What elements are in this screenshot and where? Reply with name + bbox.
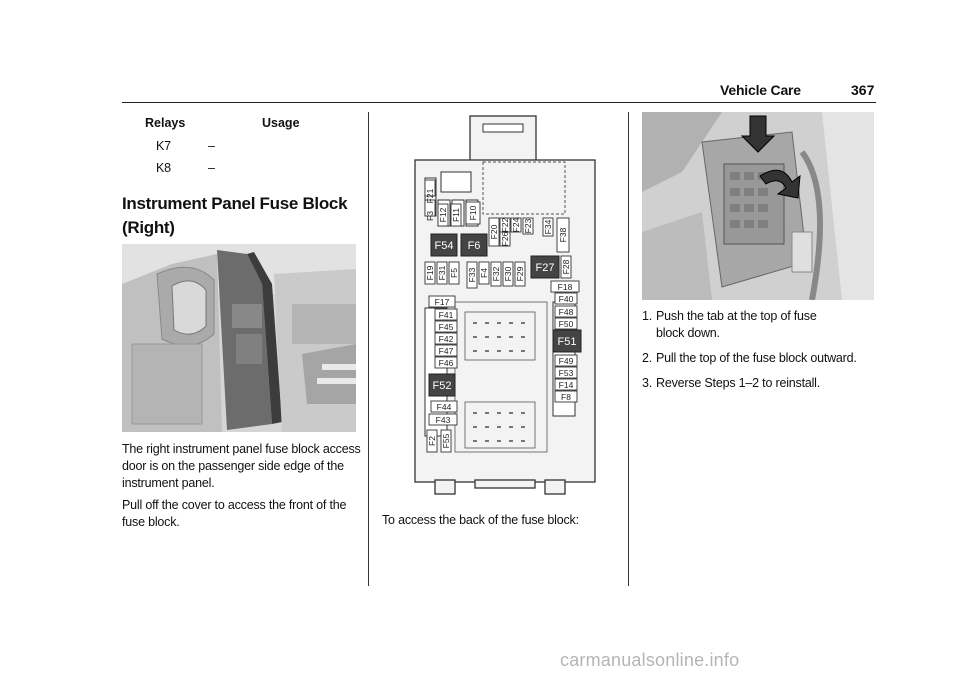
fuse-label-f44: F44 xyxy=(437,402,452,412)
fuse-label-f54: F54 xyxy=(435,240,454,252)
paragraph-line: Pull off the cover to access the front o… xyxy=(122,498,347,512)
fuse-label-f38: F38 xyxy=(558,227,568,242)
running-header-section: Vehicle Care xyxy=(720,82,801,98)
fuse-label-f42: F42 xyxy=(439,334,454,344)
fuse-label-f55: F55 xyxy=(441,433,451,448)
fuse-label-f46: F46 xyxy=(439,358,454,368)
fuse-label-f29: F29 xyxy=(515,266,525,281)
fuse-label-f43: F43 xyxy=(436,415,451,425)
dash-edge-illustration xyxy=(122,244,356,432)
relay-table-header-usage: Usage xyxy=(262,116,300,130)
fuse-label-f20: F20 xyxy=(489,224,499,239)
fuse-label-f32: F32 xyxy=(491,266,501,281)
page-number: 367 xyxy=(851,82,875,98)
paragraph-access-door: The right instrument panel fuse block ac… xyxy=(122,441,362,492)
fuse-label-f2: F2 xyxy=(427,436,437,446)
fuse-label-f21: F21 xyxy=(425,188,435,203)
fuse-label-f5: F5 xyxy=(449,268,459,278)
fuse-block-svg: F54 F6 F27 F52 F51 xyxy=(414,115,596,495)
fuse-block-diagram: F54 F6 F27 F52 F51 xyxy=(405,112,605,498)
fuse-label-f40: F40 xyxy=(559,294,574,304)
fuse-label-f28: F28 xyxy=(561,259,571,274)
paragraph-line: fuse block. xyxy=(122,515,180,529)
step-number: 2. xyxy=(642,351,653,365)
fuse-label-f53: F53 xyxy=(559,368,574,378)
step-item: 1. Push the tab at the top of fuse block… xyxy=(642,308,872,342)
fuse-label-f22: F22 xyxy=(500,217,510,232)
fuse-label-f47: F47 xyxy=(439,346,454,356)
fuse-label-f26: F26 xyxy=(500,231,510,246)
fuse-label-f52: F52 xyxy=(433,380,452,392)
fuse-label-f51: F51 xyxy=(558,336,577,348)
step-line: Push the tab at the top of fuse xyxy=(656,309,817,323)
fuse-label-f18: F18 xyxy=(558,282,573,292)
paragraph-line: The right instrument panel fuse block ac… xyxy=(122,442,361,456)
photo-fuse-block-back xyxy=(642,112,874,300)
fuse-label-f19: F19 xyxy=(425,265,435,280)
relay-table-cell-relay: K7 xyxy=(156,139,171,153)
fuse-label-f12: F12 xyxy=(438,207,448,222)
step-line: Pull the top of the fuse block outward. xyxy=(656,351,857,365)
fuse-label-f48: F48 xyxy=(559,307,574,317)
column-divider-right xyxy=(628,112,629,586)
fuse-label-f49: F49 xyxy=(559,356,574,366)
relay-table-header-relays: Relays xyxy=(145,116,186,130)
step-item: 3. Reverse Steps 1–2 to reinstall. xyxy=(642,375,872,392)
fuse-label-f11: F11 xyxy=(451,208,461,222)
fuse-label-f10: F10 xyxy=(468,205,478,220)
header-rule xyxy=(122,102,876,103)
fuse-label-f27: F27 xyxy=(536,262,555,274)
fuse-label-f33: F33 xyxy=(467,267,477,282)
fuse-label-f23: F23 xyxy=(523,218,533,233)
fuse-label-f3: F3 xyxy=(425,211,435,221)
fuse-block-back-illustration xyxy=(642,112,874,300)
watermark-text: carmanualsonline.info xyxy=(560,650,740,670)
relay-table-cell-usage: – xyxy=(208,161,215,175)
column-divider-left xyxy=(368,112,369,586)
steps-list: 1. Push the tab at the top of fuse block… xyxy=(642,308,872,400)
relay-table-cell-relay: K8 xyxy=(156,161,171,175)
step-line: Reverse Steps 1–2 to reinstall. xyxy=(656,376,821,390)
fuse-label-f45: F45 xyxy=(439,322,454,332)
step-number: 1. xyxy=(642,309,653,323)
section-heading-line: (Right) xyxy=(122,218,175,237)
paragraph-line: instrument panel. xyxy=(122,476,215,490)
arrow-down-icon xyxy=(740,115,776,153)
section-heading: Instrument Panel Fuse Block (Right) xyxy=(122,192,362,240)
fuse-label-f6: F6 xyxy=(468,240,481,252)
step-number: 3. xyxy=(642,376,653,390)
fuse-label-f30: F30 xyxy=(503,266,513,281)
fuse-label-f31: F31 xyxy=(437,265,447,280)
step-item: 2. Pull the top of the fuse block outwar… xyxy=(642,350,872,367)
paragraph-pull-cover: Pull off the cover to access the front o… xyxy=(122,497,362,531)
section-heading-line: Instrument Panel Fuse Block xyxy=(122,194,348,213)
photo-passenger-dash-edge xyxy=(122,244,356,432)
fuse-label-f34: F34 xyxy=(543,219,553,234)
fuse-label-f4: F4 xyxy=(479,268,489,278)
fuse-label-f50: F50 xyxy=(559,319,574,329)
fuse-label-f8: F8 xyxy=(561,392,571,402)
step-line: block down. xyxy=(656,326,720,340)
fuse-label-f17: F17 xyxy=(435,297,450,307)
arrow-pull-outward-icon xyxy=(759,169,801,199)
caption-access-back: To access the back of the fuse block: xyxy=(382,513,579,527)
fuse-label-f14: F14 xyxy=(559,380,574,390)
relay-table-cell-usage: – xyxy=(208,139,215,153)
fuse-label-f24: F24 xyxy=(511,217,521,232)
paragraph-line: door is on the passenger side edge of th… xyxy=(122,459,344,473)
fuse-label-f41: F41 xyxy=(439,310,454,320)
